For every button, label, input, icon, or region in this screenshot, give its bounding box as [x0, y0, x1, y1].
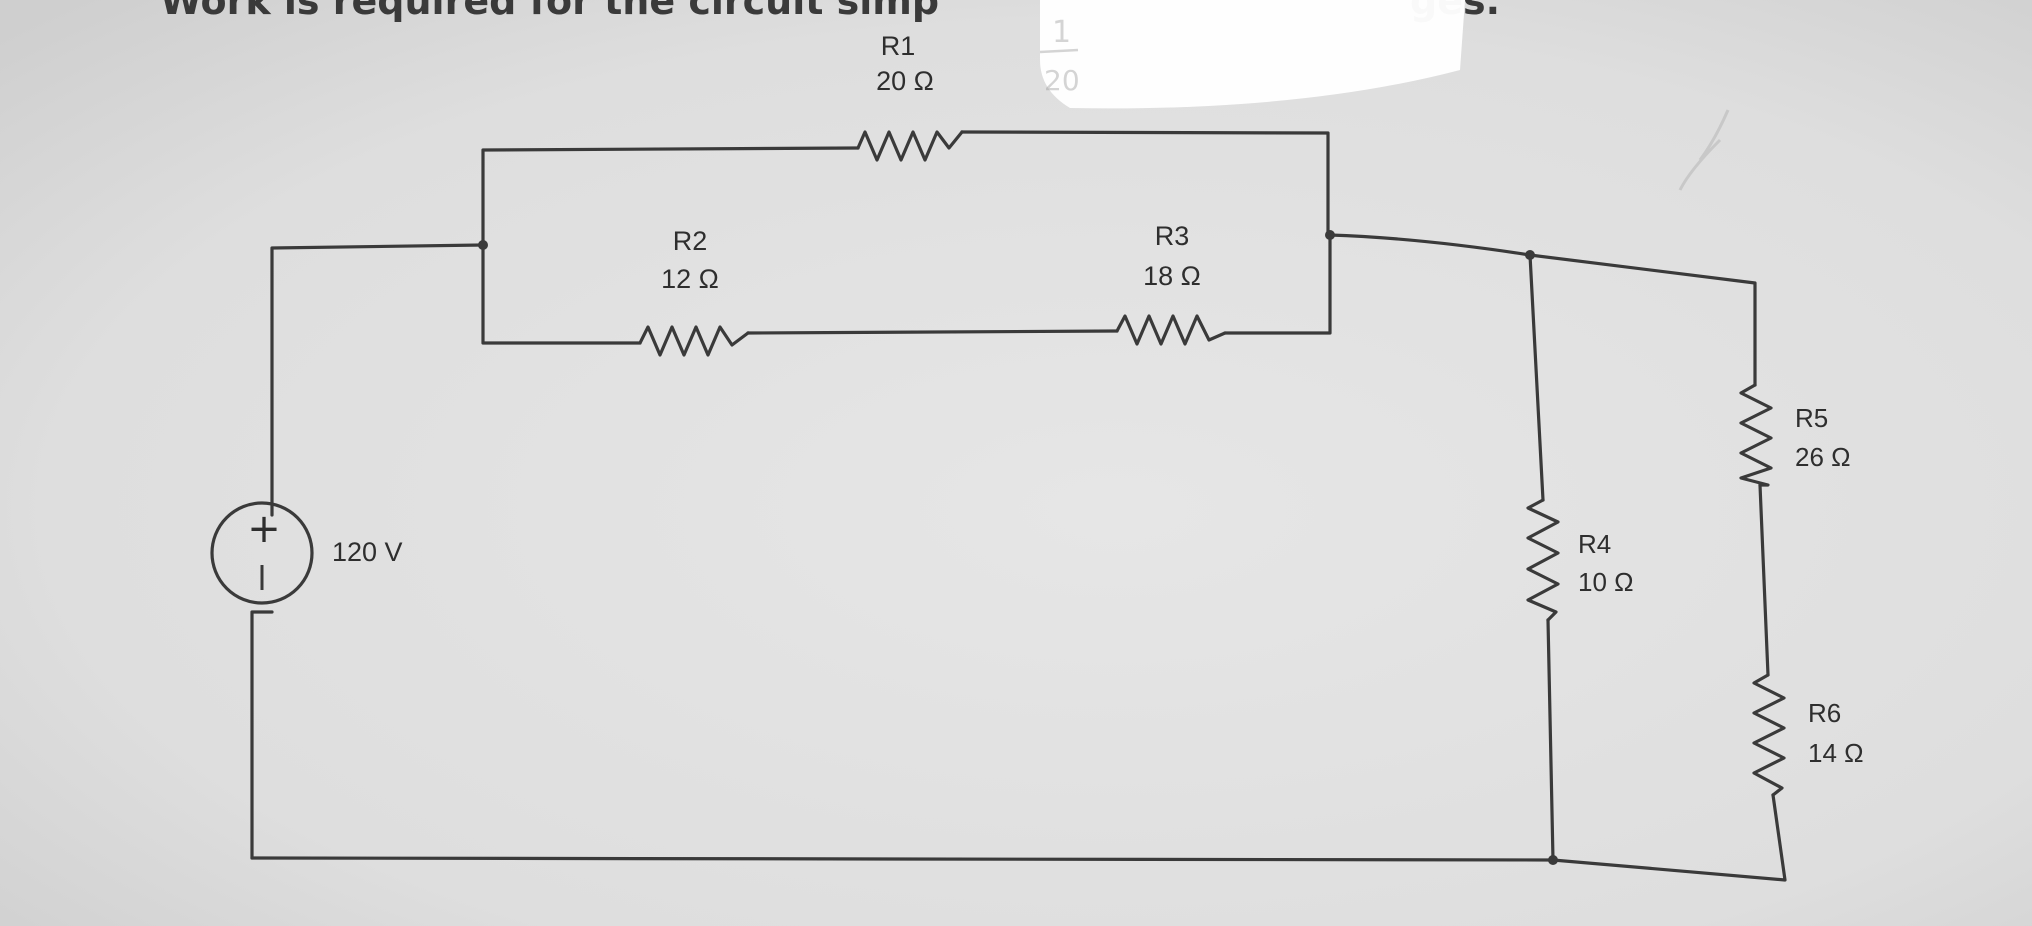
pencil-mark	[1678, 109, 1730, 191]
r5-value: 26 Ω	[1795, 442, 1851, 472]
node-left	[478, 240, 488, 250]
resistor-r6-symbol	[1752, 673, 1786, 797]
fraction-bar	[1039, 48, 1079, 54]
wire-bottom	[250, 856, 1555, 862]
r1-label: R1 20 Ω	[876, 31, 934, 96]
r2-name: R2	[673, 226, 708, 256]
node-r4-bottom	[1548, 855, 1558, 865]
margin-note-fraction: 1 20	[1039, 15, 1080, 97]
resistor-r5-symbol	[1739, 383, 1773, 487]
voltage-source: + 120 V	[210, 501, 403, 605]
r4-name: R4	[1578, 529, 1611, 559]
r2-label: R2 12 Ω	[661, 226, 719, 294]
wire-r4-top	[1528, 253, 1545, 502]
resistor-r2-symbol	[638, 325, 750, 357]
r4-value: 10 Ω	[1578, 567, 1634, 597]
r3-value: 18 Ω	[1143, 261, 1201, 291]
header-text-left: Work is required for the circuit simp	[160, 0, 939, 23]
r6-value: 14 Ω	[1808, 738, 1864, 768]
node-r4-top	[1525, 250, 1535, 260]
resistor-r1-symbol	[856, 130, 964, 162]
r2-value: 12 Ω	[661, 264, 719, 294]
resistor-r3-symbol	[1115, 314, 1227, 346]
wire-r4-bottom	[1546, 618, 1555, 862]
wire-r1-right	[960, 130, 1330, 237]
wire-r2-r3	[746, 329, 1119, 335]
glare-patch	[1040, 0, 1465, 109]
resistor-r4-symbol	[1526, 498, 1560, 622]
plus-symbol: +	[247, 506, 281, 552]
wire-r2-left	[481, 243, 642, 345]
wire-r6-bottom	[1551, 793, 1787, 882]
r3-name: R3	[1155, 221, 1190, 251]
wire-r3-right	[1223, 233, 1332, 335]
r5-name: R5	[1795, 403, 1828, 433]
r6-label: R6 14 Ω	[1808, 698, 1864, 768]
r4-label: R4 10 Ω	[1578, 529, 1634, 597]
wire-r5-r6	[1758, 483, 1770, 677]
source-voltage-label: 120 V	[332, 537, 403, 567]
wire-source-bottom	[250, 610, 274, 860]
voltage-source-circle	[210, 501, 314, 605]
r5-label: R5 26 Ω	[1795, 403, 1851, 472]
node-right	[1325, 230, 1335, 240]
r3-label: R3 18 Ω	[1143, 221, 1201, 291]
fraction-denominator: 20	[1044, 64, 1080, 97]
fraction-numerator: 1	[1052, 15, 1071, 50]
r6-name: R6	[1808, 698, 1841, 728]
wire-r1-left	[481, 146, 860, 247]
wire-source-top	[270, 243, 485, 517]
r1-value: 20 Ω	[876, 66, 934, 96]
r1-name: R1	[881, 31, 916, 61]
